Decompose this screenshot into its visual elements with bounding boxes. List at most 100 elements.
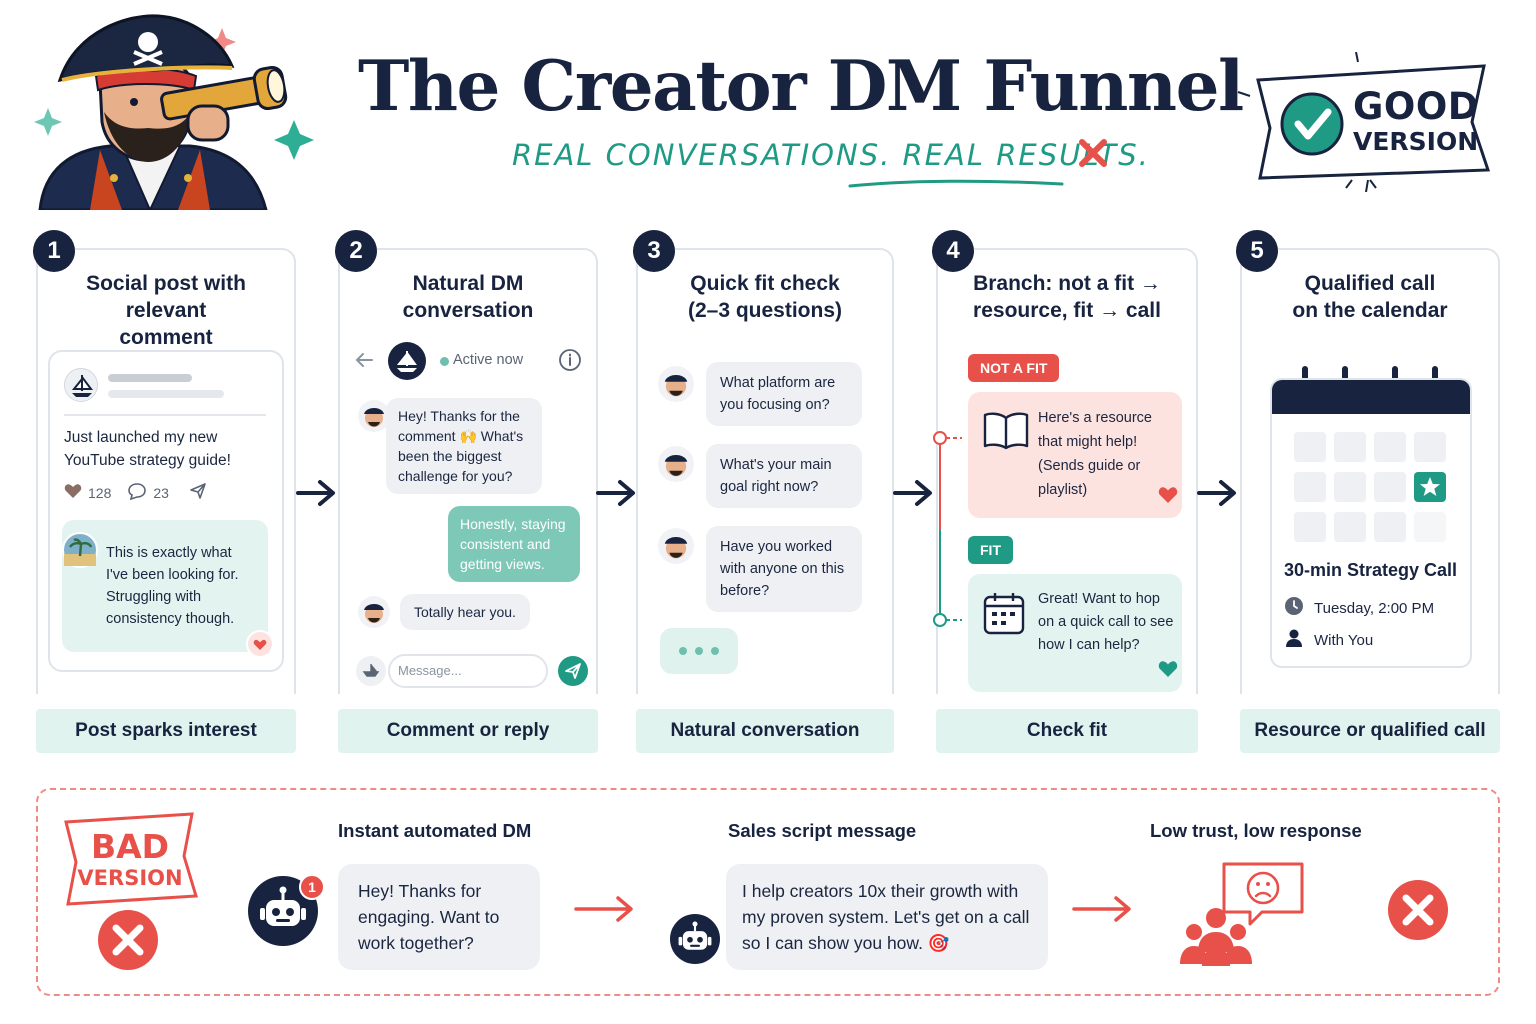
send-icon[interactable] (558, 656, 588, 686)
tagline: REAL CONVERSATIONS. REAL RESULTS. (512, 138, 1150, 172)
fit-question-1: What platform are you focusing on? (706, 362, 862, 426)
bad-version-panel (36, 788, 1500, 996)
step-number-5: 5 (1236, 230, 1278, 272)
active-status: Active now (453, 352, 524, 368)
step-2-label: Comment or reply (338, 709, 598, 753)
robot-icon (670, 914, 720, 964)
fit-question-2: What's your main goal right now? (706, 444, 862, 508)
calendar-day[interactable] (1374, 472, 1406, 502)
calendar-day[interactable] (1374, 512, 1406, 542)
chat-header: Active now (354, 342, 586, 382)
info-icon[interactable] (558, 348, 582, 377)
bad-step-2-title: Sales script message (728, 820, 917, 841)
fit-badge: FIT (968, 536, 1013, 564)
tagline-underline (848, 179, 1064, 188)
step-1-title: Social post with relevant comment (86, 272, 246, 349)
dm-message-3: Totally hear you. (400, 594, 530, 630)
calendar-icon (982, 590, 1026, 644)
post-stats: 128 23 (64, 482, 207, 503)
not-a-fit-badge: NOT A FIT (968, 354, 1060, 382)
step-5-label: Resource or qualified call (1240, 709, 1500, 753)
bad-version-line2: VERSION (77, 866, 183, 890)
placeholder-bar (108, 390, 224, 398)
heart-icon (1158, 486, 1178, 512)
step-4-panel: Branch: not a fit → resource, fit → call… (933, 248, 1198, 694)
page-title: The Creator DM Funnel (358, 46, 1244, 127)
resource-message: Here's a resource that might help! (1038, 410, 1152, 450)
island-avatar-icon (62, 532, 98, 568)
dm-message-1: Hey! Thanks for the comment 🙌 What's bee… (386, 398, 542, 494)
notification-badge: 1 (299, 874, 325, 900)
comment-icon[interactable] (127, 482, 147, 503)
placeholder-bar (108, 374, 192, 382)
step-4-title: Branch: not a fit → resource, fit → call (973, 272, 1161, 322)
message-input[interactable]: Message... (388, 654, 548, 688)
fit-question-3: Have you worked with anyone on this befo… (706, 526, 862, 612)
resource-note: (Sends guide or playlist) (1038, 458, 1141, 498)
pirate-avatar-icon (658, 528, 694, 564)
calendar-day[interactable] (1294, 472, 1326, 502)
step-5-panel: Qualified call on the calendar 30-min St… (1240, 248, 1500, 694)
heart-icon[interactable] (64, 483, 82, 502)
step-number-1: 1 (33, 230, 75, 272)
red-arrow-right-icon (1072, 896, 1131, 922)
step-5-title: Qualified call on the calendar (1292, 272, 1448, 322)
calendar-day[interactable] (1374, 432, 1406, 462)
calendar-widget: 30-min Strategy Call Tuesday, 2:00 PM Wi… (1270, 378, 1472, 668)
pirate-avatar-icon (358, 400, 390, 432)
pirate-avatar-icon (358, 596, 390, 628)
fit-card: Great! Want to hop on a quick call to se… (968, 574, 1182, 692)
step-number-2: 2 (335, 230, 377, 272)
calendar-day[interactable] (1294, 512, 1326, 542)
step-3-panel: Quick fit check (2–3 questions) What pla… (636, 248, 894, 694)
calendar-day[interactable] (1334, 432, 1366, 462)
back-arrow-icon[interactable] (354, 350, 374, 375)
call-with-row: With You (1284, 628, 1373, 652)
ship-avatar-icon (388, 342, 426, 380)
pirate-avatar-icon (658, 366, 694, 402)
step-number-4: 4 (932, 230, 974, 272)
calendar-day[interactable] (1294, 432, 1326, 462)
step-2-panel: Natural DM conversation Active now Hey! … (338, 248, 598, 694)
share-icon[interactable] (189, 482, 207, 503)
good-version-badge (1236, 51, 1498, 193)
comment-count: 23 (153, 484, 169, 501)
bad-step-1-title: Instant automated DM (338, 820, 532, 841)
branch-connector (933, 431, 962, 627)
bad-message-1: Hey! Thanks for engaging. Want to work t… (338, 864, 540, 970)
divider (64, 414, 266, 416)
calendar-day[interactable] (1334, 512, 1366, 542)
step-number-3: 3 (633, 230, 675, 272)
step-4-label: Check fit (936, 709, 1198, 753)
arrow-right-icon (1197, 480, 1236, 506)
bad-version-line1: BAD (90, 827, 170, 866)
typing-indicator (660, 628, 738, 674)
calendar-day[interactable] (1414, 432, 1446, 462)
call-offer-message: Great! Want to hop on a quick call to se… (1038, 591, 1174, 653)
clock-icon (1284, 596, 1304, 620)
dm-reply-message: Honestly, staying consistent and getting… (448, 506, 580, 582)
step-2-title: Natural DM conversation (402, 272, 534, 322)
call-time-row: Tuesday, 2:00 PM (1284, 596, 1434, 620)
step-1-panel: Social post with relevant comment Just l… (36, 248, 296, 694)
pirate-illustration (30, 10, 320, 213)
red-x-icon (1079, 139, 1107, 167)
ship-avatar-icon (356, 656, 386, 686)
arrow-right-icon (596, 480, 635, 506)
bad-version-badge: BAD VERSION (60, 812, 200, 908)
selected-day-star-icon[interactable] (1414, 472, 1446, 502)
calendar-day[interactable] (1334, 472, 1366, 502)
social-post-card: Just launched my new YouTube strategy gu… (48, 350, 284, 672)
online-dot (440, 357, 449, 366)
good-version-text: GOOD VERSION (1353, 85, 1479, 156)
calendar-day[interactable] (1414, 512, 1446, 542)
call-with: With You (1314, 631, 1374, 649)
arrow-right-icon (893, 480, 932, 506)
book-icon (982, 410, 1030, 458)
heart-reaction-icon (246, 630, 274, 658)
pirate-avatar-icon (658, 446, 694, 482)
calendar-header (1272, 380, 1470, 414)
bad-message-2: I help creators 10x their growth with my… (726, 864, 1048, 970)
post-text: Just launched my new YouTube strategy gu… (64, 429, 231, 469)
call-title: 30-min Strategy Call (1284, 560, 1458, 580)
